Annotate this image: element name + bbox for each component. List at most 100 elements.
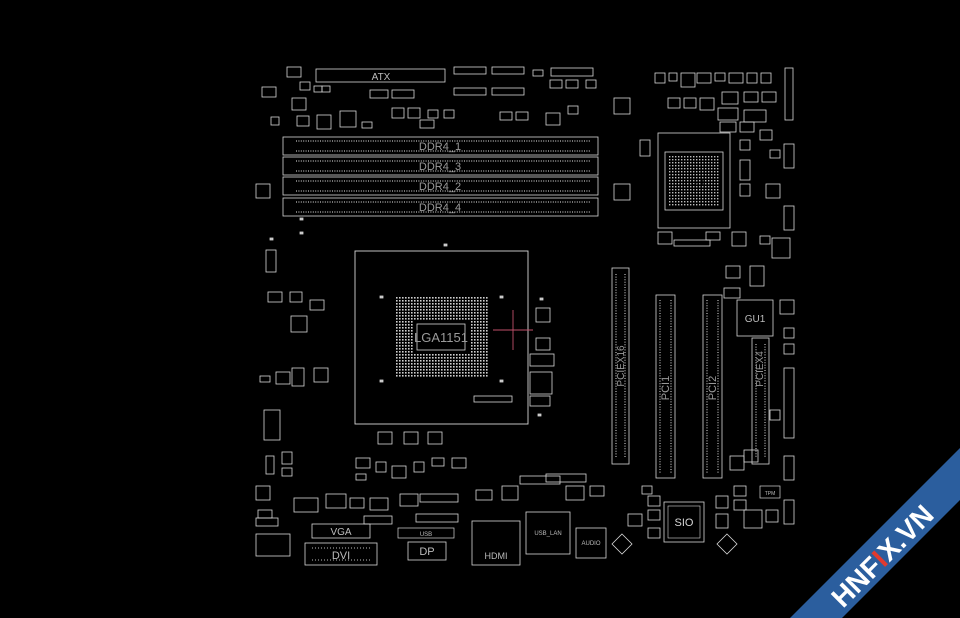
cpu-pad xyxy=(486,324,488,326)
component xyxy=(739,139,751,151)
pch-ball xyxy=(717,186,719,188)
tpm-header[interactable]: TPM xyxy=(759,485,781,499)
cpu-pad xyxy=(471,360,473,362)
audio-label: AUDIO xyxy=(581,541,600,547)
pch-ball xyxy=(669,186,671,188)
cpu-pad xyxy=(417,309,419,311)
cpu-pad xyxy=(396,303,398,305)
cpu-pad xyxy=(447,312,449,314)
pch-ball xyxy=(717,165,719,167)
sio-chip[interactable]: SIO xyxy=(663,501,705,543)
dimm-slot-3[interactable]: DDR4_3 xyxy=(282,156,599,176)
component xyxy=(721,91,739,105)
atx-connector[interactable]: ATX xyxy=(315,68,446,83)
component xyxy=(267,291,283,303)
cpu-pad xyxy=(408,375,410,377)
dimm-slot-2[interactable]: DDR4_2 xyxy=(282,176,599,196)
pch-ball xyxy=(672,165,674,167)
cpu-pad xyxy=(471,330,473,332)
cpu-pad xyxy=(441,366,443,368)
cpu-pad xyxy=(477,312,479,314)
cpu-pad xyxy=(423,315,425,317)
dimm-slot-1[interactable]: DDR4_1 xyxy=(282,136,599,156)
pch-ball xyxy=(708,180,710,182)
component xyxy=(654,72,666,84)
cpu-pad xyxy=(480,333,482,335)
dimm-slot-4[interactable]: DDR4_4 xyxy=(282,197,599,217)
pch-ball xyxy=(678,198,680,200)
pch-ball xyxy=(708,159,710,161)
cpu-pad xyxy=(399,297,401,299)
cpu-pad xyxy=(438,360,440,362)
pch-ball xyxy=(681,159,683,161)
pci1-slot[interactable]: PCI1 xyxy=(655,294,676,479)
pch-ball xyxy=(705,195,707,197)
pch-ball xyxy=(705,192,707,194)
vga-connector[interactable]: VGA xyxy=(311,523,371,539)
cpu-pad xyxy=(417,375,419,377)
cpu-pad xyxy=(441,357,443,359)
cpu-pad xyxy=(447,297,449,299)
pch-ball xyxy=(696,180,698,182)
cpu-pad xyxy=(486,342,488,344)
cpu-pad xyxy=(465,312,467,314)
hdmi-connector[interactable]: HDMI xyxy=(471,520,521,566)
cpu-pad xyxy=(432,318,434,320)
cpu-pad xyxy=(474,354,476,356)
gu1-chip[interactable]: GU1 xyxy=(736,299,774,337)
cpu-pad xyxy=(402,375,404,377)
cpu-pad xyxy=(483,312,485,314)
cpu-pad xyxy=(450,375,452,377)
cpu-pad xyxy=(411,321,413,323)
pch-ball xyxy=(699,177,701,179)
audio-connector[interactable]: AUDIO xyxy=(575,527,607,559)
pch-ball xyxy=(669,204,671,206)
pch-ball xyxy=(717,162,719,164)
pch-ball xyxy=(678,186,680,188)
cpu-pad xyxy=(408,342,410,344)
pch-ball xyxy=(711,204,713,206)
pciex4-slot[interactable]: PCIEX4 xyxy=(751,337,770,465)
cpu-socket[interactable]: LGA1151 xyxy=(354,250,529,425)
cpu-pad xyxy=(399,357,401,359)
component xyxy=(419,493,459,503)
dp-connector[interactable]: DP xyxy=(407,541,447,561)
cpu-pad xyxy=(405,342,407,344)
component xyxy=(641,485,653,495)
pch-ball xyxy=(669,171,671,173)
cpu-pad xyxy=(450,366,452,368)
component xyxy=(296,115,310,127)
dvi-connector[interactable]: DVI xyxy=(304,542,378,566)
cpu-pad xyxy=(474,366,476,368)
pch-chip[interactable]: PCH xyxy=(657,132,731,229)
component xyxy=(699,97,715,111)
usb-lan-connector[interactable]: USB_LAN xyxy=(525,511,571,555)
cpu-pad xyxy=(474,333,476,335)
pch-ball xyxy=(711,186,713,188)
cpu-pad xyxy=(450,303,452,305)
cpu-pad xyxy=(402,315,404,317)
cpu-pad xyxy=(417,363,419,365)
cpu-pad xyxy=(417,360,419,362)
cpu-pad xyxy=(480,363,482,365)
component xyxy=(746,72,758,84)
cpu-pad xyxy=(414,303,416,305)
cpu-pad xyxy=(408,354,410,356)
cpu-pad xyxy=(429,372,431,374)
pch-ball xyxy=(684,174,686,176)
pci2-slot[interactable]: PCI2 xyxy=(702,294,723,479)
cpu-pad xyxy=(435,318,437,320)
cpu-pad xyxy=(474,324,476,326)
pch-ball xyxy=(690,204,692,206)
component xyxy=(739,183,751,197)
pciex16-slot[interactable]: PCIEX16 xyxy=(611,267,630,465)
pch-ball xyxy=(714,180,716,182)
cpu-pad xyxy=(411,309,413,311)
pch-ball xyxy=(681,168,683,170)
cpu-pad xyxy=(459,318,461,320)
pch-ball xyxy=(687,168,689,170)
pch-ball xyxy=(702,174,704,176)
cpu-pad xyxy=(465,369,467,371)
dp-usb-connector[interactable]: USB xyxy=(397,527,455,539)
